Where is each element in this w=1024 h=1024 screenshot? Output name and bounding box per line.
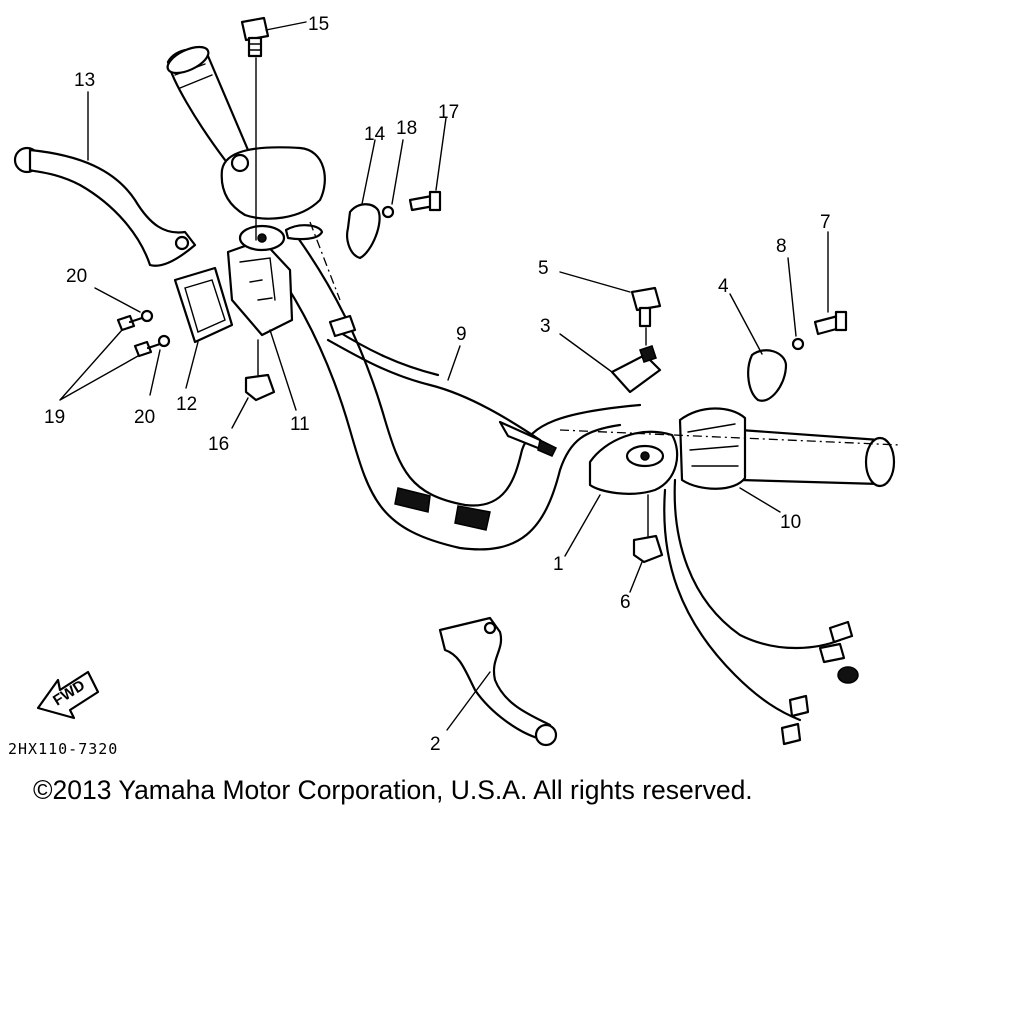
handlebar-tube	[260, 236, 642, 551]
nut-right	[632, 534, 664, 564]
screws-and-washers	[116, 309, 171, 358]
callout-18: 18	[396, 118, 417, 139]
brake-switch	[610, 286, 662, 394]
handlebar-exploded-diagram: 1 2 3 4 5 6 7 8 9 10 11 12 13 14 15 16 1…	[8, 14, 901, 758]
left-lever-bracket	[220, 146, 326, 337]
bracket-cover	[173, 266, 234, 344]
callout-4: 4	[718, 276, 729, 297]
drawing-code: 2HX110-7320	[8, 740, 118, 758]
right-lever-bracket	[588, 430, 679, 495]
left-grip	[166, 45, 250, 162]
right-grip	[738, 428, 896, 488]
callout-9: 9	[456, 324, 467, 345]
callout-15: 15	[308, 14, 329, 35]
callout-7: 7	[820, 212, 831, 233]
callout-14: 14	[364, 124, 386, 145]
callout-17: 17	[438, 102, 459, 123]
left-brake-lever	[13, 146, 197, 267]
callout-8: 8	[776, 236, 787, 257]
callout-3: 3	[540, 316, 551, 337]
leader-lines	[59, 21, 829, 731]
callout-20-lower: 20	[134, 407, 155, 428]
callout-12: 12	[176, 394, 197, 415]
callout-2: 2	[430, 734, 441, 755]
lever-holder	[346, 190, 442, 260]
callout-10: 10	[780, 512, 801, 533]
wiring-harness	[663, 478, 859, 746]
callout-6: 6	[620, 592, 631, 613]
nut	[244, 373, 276, 402]
throttle-cable	[326, 314, 558, 457]
callout-11: 11	[290, 414, 310, 435]
copyright-notice: ©2013 Yamaha Motor Corporation, U.S.A. A…	[33, 775, 753, 805]
callout-16: 16	[208, 434, 229, 455]
callout-19: 19	[44, 407, 65, 428]
callout-1: 1	[553, 554, 564, 575]
right-holder	[747, 310, 848, 402]
right-brake-lever	[438, 616, 558, 747]
callout-13: 13	[74, 70, 95, 91]
forward-arrow-icon: FWD	[36, 670, 100, 720]
callout-20-upper: 20	[66, 266, 87, 287]
callout-5: 5	[538, 258, 549, 279]
bolt	[240, 16, 270, 58]
callout-labels: 1 2 3 4 5 6 7 8 9 10 11 12 13 14 15 16 1…	[44, 14, 831, 755]
handlebar-switch	[678, 407, 747, 490]
